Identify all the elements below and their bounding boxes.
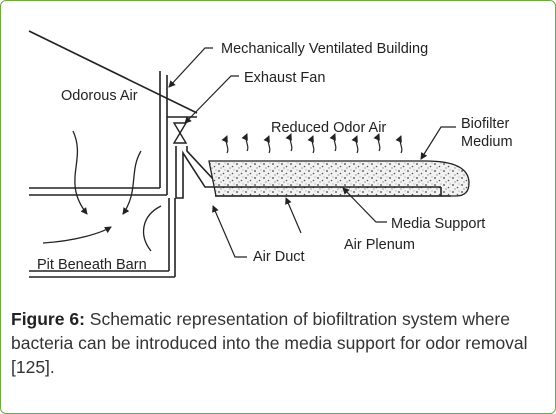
biofiltration-diagram: Mechanically Ventilated Building Exhaust… [28, 30, 513, 278]
callout-lines [168, 47, 456, 258]
pit [29, 198, 176, 278]
building-wall [159, 71, 197, 195]
label-media-support: Media Support [391, 216, 485, 232]
caption-label: Figure 6: [11, 309, 85, 329]
odorous-air-flow-arrows [42, 130, 162, 252]
label-medium: Medium [461, 134, 513, 150]
label-air-plenum: Air Plenum [344, 237, 415, 253]
label-biofilter: Biofilter [461, 116, 510, 132]
label-odorous-air: Odorous Air [61, 88, 138, 104]
caption-text: Schematic representation of biofiltratio… [11, 309, 528, 377]
label-building: Mechanically Ventilated Building [221, 41, 428, 57]
air-duct [175, 146, 215, 199]
media-support [215, 186, 451, 197]
barn-floor [29, 187, 167, 196]
building-roof [28, 30, 198, 114]
exhaust-fan [172, 122, 188, 144]
reduced-odor-air-arrows [221, 133, 403, 154]
figure-caption: Figure 6: Schematic representation of bi… [11, 307, 547, 379]
label-air-duct: Air Duct [253, 249, 305, 265]
biofilter-bed [208, 160, 470, 197]
label-pit: Pit Beneath Barn [37, 257, 147, 273]
label-reduced-odor-air: Reduced Odor Air [271, 120, 386, 136]
label-exhaust-fan: Exhaust Fan [244, 70, 325, 86]
